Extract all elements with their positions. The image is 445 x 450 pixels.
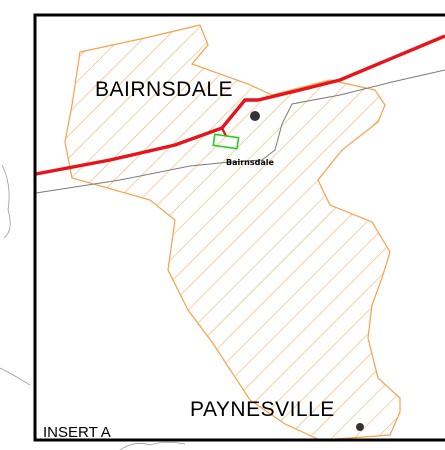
highway-line bbox=[36, 34, 445, 176]
outside-coastline-2 bbox=[0, 367, 31, 386]
site-rectangle bbox=[212, 133, 240, 150]
paynesville-town-dot bbox=[356, 423, 364, 431]
outside-coastline-3 bbox=[119, 441, 186, 450]
hatched-boundary bbox=[64, 24, 401, 440]
insert-label: INSERT A bbox=[43, 424, 111, 441]
highway-spur bbox=[220, 127, 228, 137]
bairnsdale-town-dot bbox=[250, 111, 260, 121]
outside-coastline bbox=[1, 164, 11, 239]
bairnsdale-label: BAIRNSDALE bbox=[95, 78, 233, 101]
paynesville-label: PAYNESVILLE bbox=[190, 398, 335, 421]
railway-line bbox=[36, 69, 445, 194]
map-frame bbox=[33, 13, 445, 442]
bairnsdale-site-label: Bairnsdale bbox=[226, 158, 275, 167]
